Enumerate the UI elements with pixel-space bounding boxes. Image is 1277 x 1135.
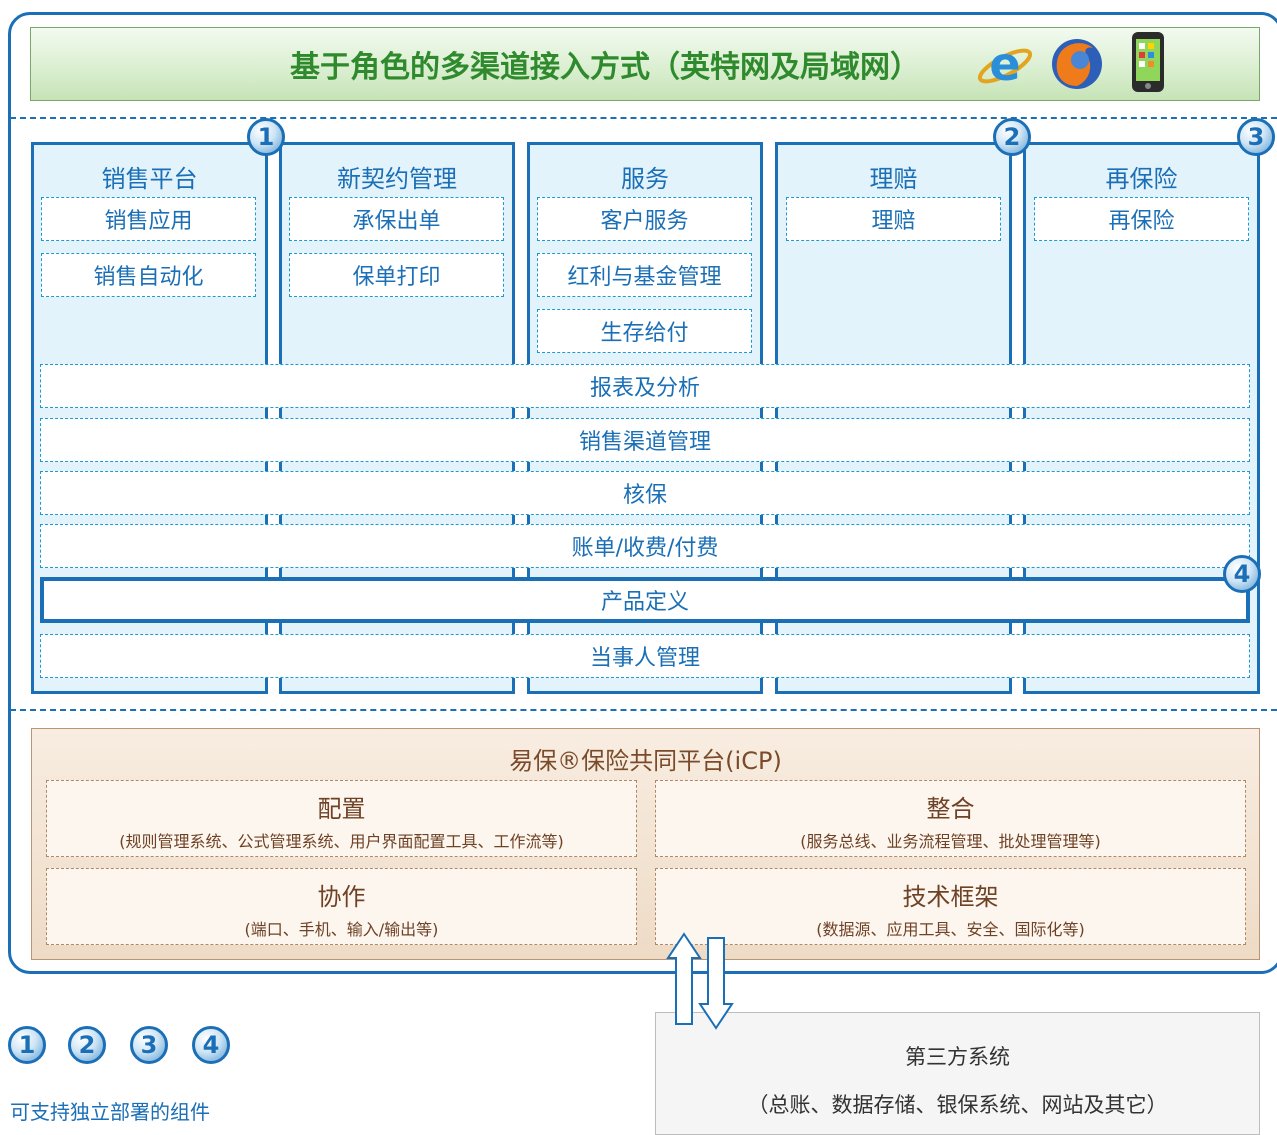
legend-badge-1: 1 <box>8 1026 46 1064</box>
phone-icon <box>1132 32 1164 92</box>
module-claims: 理赔 <box>786 197 1001 241</box>
column-title: 新契约管理 <box>337 165 457 193</box>
module-policy-print: 保单打印 <box>289 253 504 297</box>
module-customer-service: 客户服务 <box>537 197 752 241</box>
icp-box-collaboration: 协作 (端口、手机、输入/输出等) <box>46 868 637 945</box>
separator-bottom <box>10 709 1277 711</box>
badge-4: 4 <box>1223 555 1261 593</box>
badge-1: 1 <box>247 118 285 156</box>
row-billing: 账单/收费/付费 <box>40 524 1250 568</box>
column-title: 服务 <box>621 165 669 193</box>
column-title: 理赔 <box>869 165 918 193</box>
module-reinsurance: 再保险 <box>1034 197 1249 241</box>
bidirectional-arrow-icon <box>666 932 734 1030</box>
third-party-subtitle: （总账、数据存储、银保系统、网站及其它） <box>747 1093 1168 1117</box>
legend-badge-3: 3 <box>130 1026 168 1064</box>
icp-box-subtitle: (数据源、应用工具、安全、国际化等) <box>816 920 1085 939</box>
module-survival-benefit: 生存给付 <box>537 309 752 353</box>
module-dividend-fund: 红利与基金管理 <box>537 253 752 297</box>
separator-top <box>10 117 1277 119</box>
icp-box-subtitle: (端口、手机、输入/输出等) <box>244 920 439 939</box>
icp-box-subtitle: (规则管理系统、公式管理系统、用户界面配置工具、工作流等) <box>119 832 564 851</box>
legend-badge-4: 4 <box>192 1026 230 1064</box>
icp-box-title: 技术框架 <box>902 883 999 911</box>
legend-badge-2: 2 <box>68 1026 106 1064</box>
ie-icon: e <box>977 37 1033 91</box>
module-underwriting-issue: 承保出单 <box>289 197 504 241</box>
icp-box-subtitle: (服务总线、业务流程管理、批处理管理等) <box>800 832 1101 851</box>
legend-caption: 可支持独立部署的组件 <box>10 1100 210 1124</box>
banner-title: 基于角色的多渠道接入方式（英特网及局域网） <box>290 50 920 85</box>
icp-box-title: 整合 <box>926 795 975 823</box>
firefox-icon <box>1052 39 1102 89</box>
column-title: 销售平台 <box>101 165 198 193</box>
icp-box-tech-framework: 技术框架 (数据源、应用工具、安全、国际化等) <box>655 868 1246 945</box>
third-party-systems: 第三方系统 （总账、数据存储、银保系统、网站及其它） <box>655 1012 1260 1135</box>
third-party-title: 第三方系统 <box>905 1045 1010 1069</box>
badge-3: 3 <box>1237 118 1275 156</box>
icp-box-configuration: 配置 (规则管理系统、公式管理系统、用户界面配置工具、工作流等) <box>46 780 637 857</box>
icp-box-title: 协作 <box>317 883 366 911</box>
icp-box-title: 配置 <box>317 795 366 823</box>
row-channel-management: 销售渠道管理 <box>40 418 1250 462</box>
row-product-definition: 产品定义 <box>40 577 1250 623</box>
icp-title: 易保®保险共同平台(iCP) <box>509 747 782 775</box>
column-title: 再保险 <box>1105 165 1178 193</box>
row-party-management: 当事人管理 <box>40 634 1250 678</box>
row-reporting: 报表及分析 <box>40 364 1250 408</box>
module-sales-automation: 销售自动化 <box>41 253 256 297</box>
row-underwriting: 核保 <box>40 471 1250 515</box>
badge-2: 2 <box>993 118 1031 156</box>
svg-text:e: e <box>989 37 1020 91</box>
icp-box-integration: 整合 (服务总线、业务流程管理、批处理管理等) <box>655 780 1246 857</box>
module-sales-app: 销售应用 <box>41 197 256 241</box>
